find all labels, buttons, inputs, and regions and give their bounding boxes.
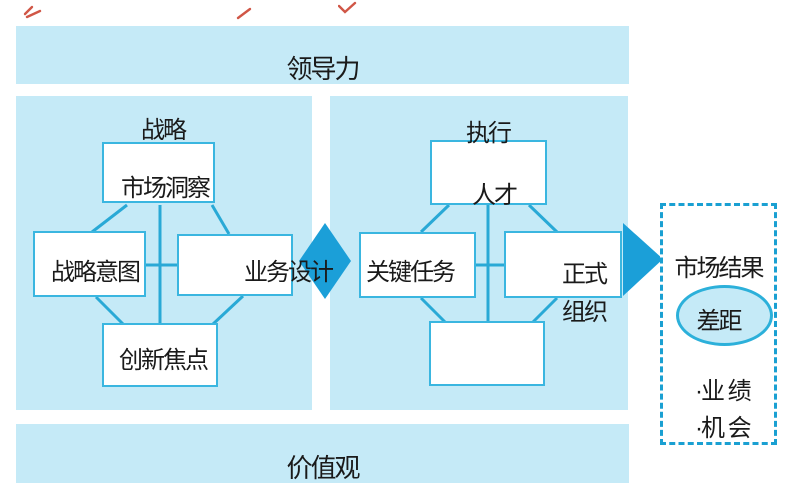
red-mark-icon bbox=[236, 7, 252, 20]
strategic-intent-box bbox=[33, 231, 146, 297]
execution-title: 执行 bbox=[466, 120, 512, 147]
values-label: 价值观 bbox=[286, 453, 360, 483]
leadership-bar: 领导力 bbox=[16, 26, 629, 84]
talent-label: 人才 bbox=[472, 182, 518, 209]
values-bar: 价值观 bbox=[16, 424, 629, 483]
market-results-label: 市场结果 bbox=[674, 255, 765, 282]
strategy-title: 战略 bbox=[141, 117, 187, 144]
result-item-opportunity: ·机 会 bbox=[695, 415, 752, 442]
formal-organization-box bbox=[504, 231, 622, 298]
red-mark-icon bbox=[338, 1, 357, 14]
formal-organization-label: 正式 组织 bbox=[562, 261, 608, 326]
red-mark-icon bbox=[23, 5, 42, 19]
results-list: ·业 绩 ·机 会 bbox=[695, 373, 752, 447]
key-tasks-box bbox=[359, 232, 476, 298]
innovation-focus-label: 创新焦点 bbox=[119, 347, 209, 374]
empty-box bbox=[429, 321, 545, 386]
gap-ellipse bbox=[676, 285, 773, 346]
business-design-label: 业务设计 bbox=[244, 259, 334, 286]
innovation-focus-box bbox=[102, 323, 218, 387]
diamond-connector-icon bbox=[299, 223, 351, 299]
business-design-box bbox=[177, 234, 293, 296]
market-insight-box bbox=[102, 142, 215, 203]
leadership-label: 领导力 bbox=[286, 54, 360, 84]
arrow-right-icon bbox=[623, 223, 663, 296]
gap-label: 差距 bbox=[696, 308, 743, 335]
result-item-performance: ·业 绩 bbox=[695, 378, 752, 405]
strategic-intent-label: 战略意图 bbox=[51, 259, 141, 286]
key-tasks-label: 关键任务 bbox=[366, 259, 456, 286]
talent-box bbox=[430, 140, 547, 205]
market-results-box: 市场结果 差距 ·业 绩 ·机 会 bbox=[660, 203, 777, 445]
market-insight-label: 市场洞察 bbox=[121, 175, 211, 202]
